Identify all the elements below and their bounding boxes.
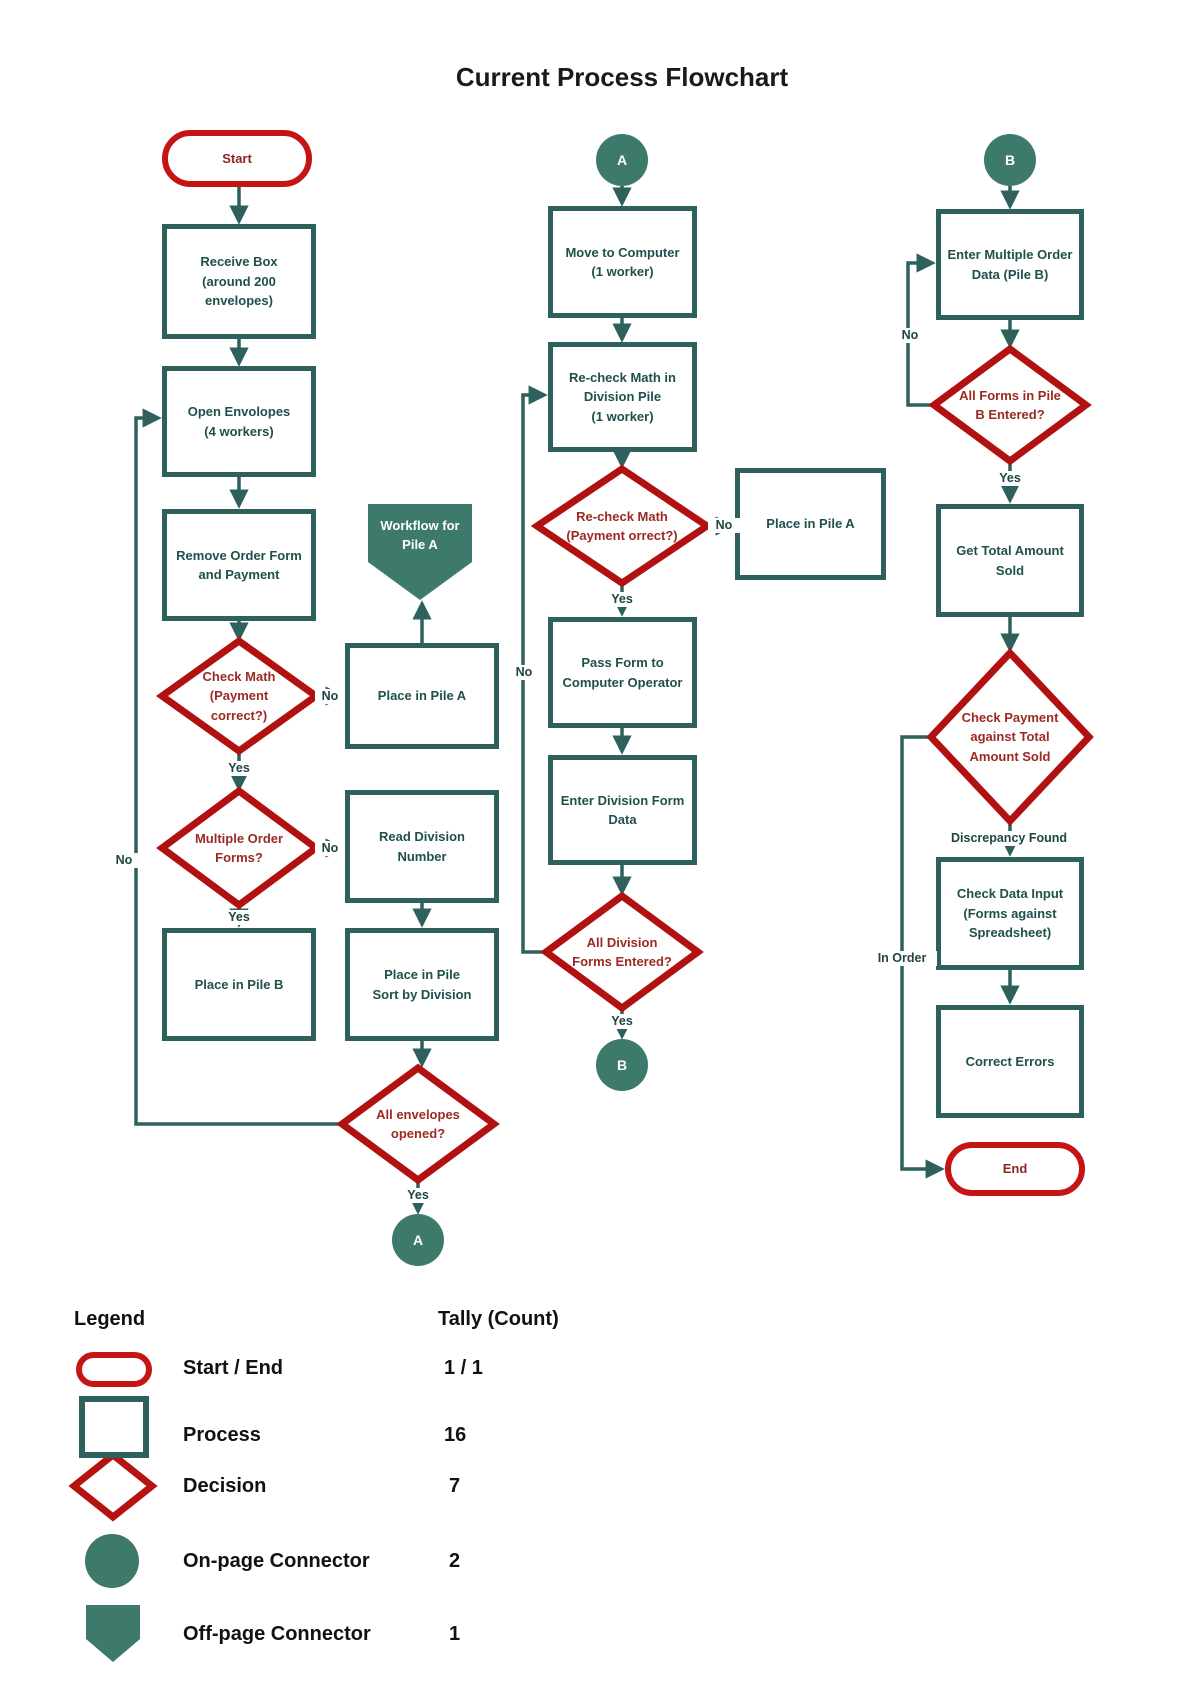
connector-b-bottom-label: B bbox=[616, 1057, 628, 1073]
all-envelopes-decision-shape bbox=[336, 1063, 500, 1185]
open-envelopes-process: Open Envolopes (4 workers) bbox=[162, 366, 316, 477]
offpage-connector-legend-icon bbox=[86, 1605, 140, 1662]
division-loop-no-label: No bbox=[506, 665, 542, 680]
place-in-pile-b-process: Place in Pile B bbox=[162, 928, 316, 1041]
check-payment-decision-shape bbox=[926, 647, 1094, 827]
page-title: Current Process Flowchart bbox=[455, 62, 789, 92]
check-math-no-label: No bbox=[315, 689, 345, 704]
multiple-order-no-label: No bbox=[315, 841, 345, 856]
tally-heading: Tally (Count) bbox=[438, 1308, 559, 1330]
start-end-legend-icon bbox=[76, 1352, 152, 1387]
in-order-label: In Order bbox=[867, 951, 937, 966]
multiple-order-yes-label: Yes bbox=[219, 910, 259, 925]
onpage-connector-legend-icon bbox=[85, 1534, 139, 1588]
all-envelopes-decision-label: All envelopes opened? bbox=[376, 1106, 460, 1142]
legend-row-count: 1 bbox=[449, 1623, 461, 1645]
enter-multiple-order-process: Enter Multiple Order Data (Pile B) bbox=[936, 209, 1084, 320]
move-to-computer-process: Move to Computer (1 worker) bbox=[548, 206, 697, 318]
check-payment-decision-label: Check Payment against Total Amount Sold bbox=[961, 709, 1059, 764]
all-division-decision-shape bbox=[540, 891, 704, 1013]
place-in-pile-sort-process: Place in Pile Sort by Division bbox=[345, 928, 499, 1041]
legend-row-count: 2 bbox=[449, 1550, 461, 1572]
connector-b-top-shape bbox=[984, 134, 1036, 186]
legend-row-label: Process bbox=[183, 1424, 261, 1446]
legend-row-count: 1 / 1 bbox=[444, 1357, 483, 1379]
multiple-order-decision-label: Multiple Order Forms? bbox=[194, 830, 284, 866]
check-math-yes-label: Yes bbox=[219, 761, 259, 776]
correct-errors-process: Correct Errors bbox=[936, 1005, 1084, 1118]
get-total-amount-process: Get Total Amount Sold bbox=[936, 504, 1084, 617]
all-forms-pile-b-decision-shape bbox=[928, 344, 1092, 466]
offpage-connector-shape bbox=[368, 504, 472, 600]
recheck-math-decision-shape bbox=[530, 464, 714, 588]
receive-box-process: Receive Box (around 200 envelopes) bbox=[162, 224, 316, 339]
remove-order-form-process: Remove Order Form and Payment bbox=[162, 509, 316, 621]
envelope-loop-no-label: No bbox=[106, 853, 142, 868]
place-in-pile-a-2-process: Place in Pile A bbox=[735, 468, 886, 580]
pile-b-loop-no-label: No bbox=[892, 328, 928, 343]
connector-b-top-label: B bbox=[1004, 152, 1016, 168]
pass-form-process: Pass Form to Computer Operator bbox=[548, 617, 697, 728]
decision-legend-icon bbox=[68, 1450, 158, 1522]
offpage-connector-label: Workflow for Pile A bbox=[380, 517, 460, 553]
legend-row-count: 7 bbox=[449, 1475, 461, 1497]
process-legend-icon bbox=[79, 1396, 149, 1458]
recheck-math-decision-label: Re-check Math (Payment orrect?) bbox=[566, 508, 678, 544]
all-envelopes-yes-label: Yes bbox=[398, 1188, 438, 1203]
recheck-math-division-process: Re-check Math in Division Pile (1 worker… bbox=[548, 342, 697, 452]
start-terminal: Start bbox=[162, 130, 312, 187]
recheck-math-yes-label: Yes bbox=[602, 592, 642, 607]
legend-row-count: 16 bbox=[444, 1424, 467, 1446]
recheck-math-no-label: No bbox=[708, 518, 740, 533]
read-division-number-process: Read Division Number bbox=[345, 790, 499, 903]
decision-shapes bbox=[155, 344, 1094, 1185]
all-division-decision-label: All Division Forms Entered? bbox=[572, 934, 672, 970]
enter-division-form-process: Enter Division Form Data bbox=[548, 755, 697, 865]
check-math-decision-label: Check Math (Payment correct?) bbox=[202, 668, 276, 723]
all-forms-pile-b-decision-label: All Forms in Pile B Entered? bbox=[959, 387, 1061, 423]
all-forms-pile-b-yes-label: Yes bbox=[990, 471, 1030, 486]
discrepancy-found-label: Discrepancy Found bbox=[939, 831, 1079, 846]
legend-row-label: Decision bbox=[183, 1475, 267, 1497]
connector-a-bottom-label: A bbox=[412, 1232, 424, 1248]
connector-a-top-shape bbox=[596, 134, 648, 186]
connector-b-bottom-shape bbox=[596, 1039, 648, 1091]
connector-a-top-label: A bbox=[616, 152, 628, 168]
all-division-yes-label: Yes bbox=[602, 1014, 642, 1029]
connector-a-bottom-shape bbox=[392, 1214, 444, 1266]
place-in-pile-a-1-process: Place in Pile A bbox=[345, 643, 499, 749]
end-terminal: End bbox=[945, 1142, 1085, 1196]
legend-row-label: Start / End bbox=[183, 1357, 284, 1379]
legend-shapes bbox=[68, 1450, 158, 1662]
onpage-connector-shapes bbox=[392, 134, 1036, 1266]
check-math-decision-shape bbox=[155, 636, 323, 756]
legend-heading: Legend bbox=[74, 1308, 146, 1330]
legend-row-label: Off-page Connector bbox=[183, 1623, 371, 1645]
legend-row-label: On-page Connector bbox=[183, 1550, 370, 1572]
multiple-order-decision-shape bbox=[156, 786, 322, 910]
check-data-input-process: Check Data Input (Forms against Spreadsh… bbox=[936, 857, 1084, 970]
